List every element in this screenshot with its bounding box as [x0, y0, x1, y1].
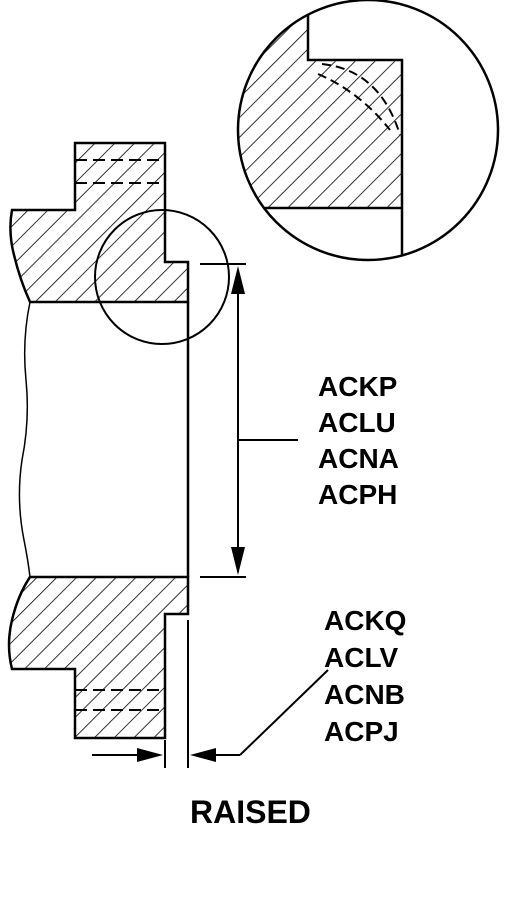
leader-line-group-2	[239, 669, 329, 756]
dimension-label: ACPJ	[324, 716, 399, 747]
detail-fillet-dashed	[317, 73, 391, 131]
arrowhead-up	[231, 266, 245, 294]
dimension-label: ACLV	[324, 642, 398, 673]
dimension-label: ACNA	[318, 443, 399, 474]
enlarged-detail-circle	[236, 0, 500, 262]
dimension-label: ACNB	[324, 679, 405, 710]
dimension-label: ACPH	[318, 479, 397, 510]
enlarged-detail-view	[238, 0, 404, 260]
bore-break-line	[18, 301, 31, 578]
dimension-label: ACKP	[318, 371, 397, 402]
detail-fillet-dashed	[321, 63, 401, 136]
arrowhead-left	[190, 748, 216, 762]
diagram-caption: RAISED	[190, 794, 311, 830]
dimension-label: ACLU	[318, 407, 396, 438]
dimension-label: ACKQ	[324, 605, 406, 636]
arrowhead-right	[137, 748, 163, 762]
arrowhead-down	[231, 547, 245, 575]
upper-flange-section	[9, 141, 190, 304]
detail-circle	[94, 209, 230, 345]
lower-flange-section	[7, 575, 190, 740]
detail-section	[238, 0, 402, 208]
